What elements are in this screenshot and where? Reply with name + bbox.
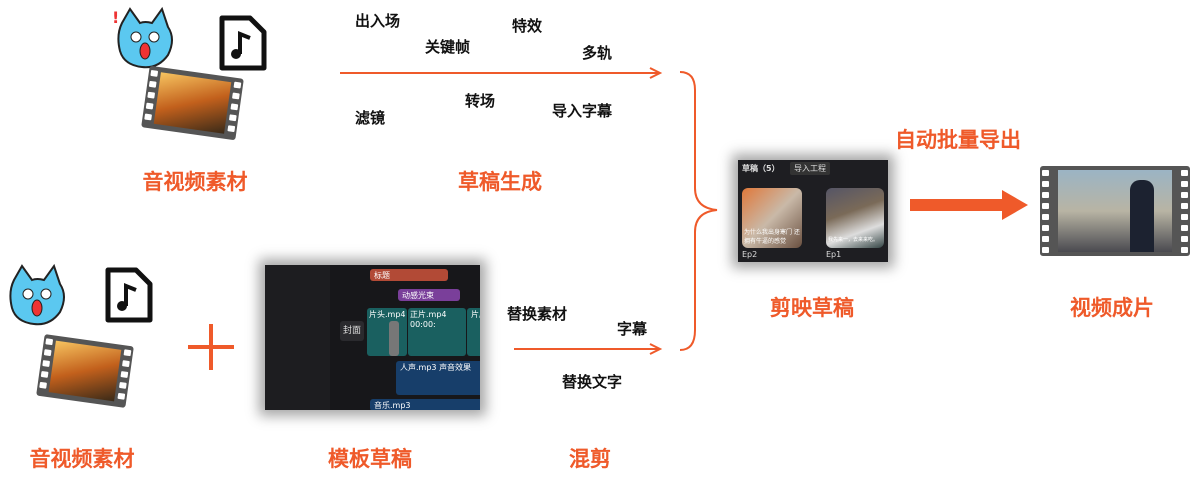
track-title[interactable]: 标题 (370, 269, 448, 281)
stage-label-mix: 混剪 (569, 447, 611, 471)
film-sprocket (147, 91, 156, 99)
keyword: 导入字幕 (552, 102, 613, 120)
keyword: 转场 (465, 92, 496, 110)
brace-icon (679, 71, 718, 351)
arrow-right-icon (910, 190, 1028, 220)
keyword: 滤镜 (355, 109, 386, 127)
keyword: 特效 (512, 17, 543, 35)
film-sprocket (1181, 203, 1188, 209)
film-sprocket (1181, 236, 1188, 242)
draft-label: 剪映草稿 (770, 296, 854, 320)
music-file-icon (219, 15, 267, 71)
track-intro[interactable]: 片头.mp4 (367, 308, 407, 356)
keyword: 替换素材 (507, 305, 568, 323)
film-sprocket (1042, 247, 1049, 253)
track-effect[interactable]: 动感光束 (398, 289, 460, 301)
cat-mascot-icon: ! (112, 6, 173, 69)
draft-panel: 草稿（5） 导入工程 为什么我出身寒门 还拥有牛逼的感觉 Ep2 我先来一，去来… (738, 160, 888, 262)
keyword: 字幕 (617, 320, 648, 338)
film-sprocket (227, 125, 236, 133)
film-sprocket (1042, 214, 1049, 220)
film-strip-icon (1040, 166, 1190, 256)
keyword: 出入场 (355, 12, 401, 30)
track-outro[interactable]: 片尾.mp4 (467, 308, 480, 356)
film-sprocket (1181, 170, 1188, 176)
arrow-right-icon (514, 343, 663, 355)
film-strip-icon (141, 65, 244, 141)
film-sprocket (39, 381, 47, 389)
keyword: 关键帧 (425, 38, 471, 56)
track-music[interactable]: 音乐.mp3 (370, 399, 480, 410)
arrow-right-icon (340, 67, 663, 79)
source-label-bottom: 音视频素材 (29, 447, 135, 471)
keyword: 多轨 (582, 44, 613, 62)
film-sprocket (228, 114, 237, 122)
output-label: 视频成片 (1070, 296, 1154, 320)
film-sprocket (1181, 247, 1188, 253)
source-label-top: 音视频素材 (142, 170, 248, 194)
track-voice[interactable]: 人声.mp3 声音效果 (396, 361, 480, 395)
film-sprocket (145, 102, 154, 110)
draft-card-name: Ep2 (742, 250, 758, 259)
film-sprocket (120, 371, 129, 378)
film-sprocket (1181, 214, 1188, 220)
svg-text:!: ! (112, 8, 119, 27)
film-sprocket (144, 113, 153, 121)
draft-card-name: Ep1 (826, 250, 842, 259)
film-sprocket (1181, 192, 1188, 198)
film-sprocket (148, 80, 157, 88)
film-sprocket (40, 370, 49, 378)
film-sprocket (233, 81, 242, 89)
film-sprocket (230, 103, 239, 111)
playhead-handle[interactable] (389, 321, 399, 356)
film-sprocket (1181, 181, 1188, 187)
keyword: 替换文字 (562, 373, 623, 391)
draft-card-ep1[interactable]: 我先来一，去来来吃。 (826, 188, 884, 248)
film-sprocket (1181, 225, 1188, 231)
stage-label-draft-gen: 草稿生成 (458, 170, 542, 194)
music-file-icon (105, 267, 153, 323)
cover-button[interactable]: 封面 (340, 321, 364, 341)
draft-panel-title: 草稿（5） (742, 164, 780, 173)
film-sprocket (1042, 203, 1049, 209)
film-sprocket (1042, 236, 1049, 242)
film-sprocket (150, 69, 159, 77)
film-sprocket (1042, 181, 1049, 187)
draft-card-ep2[interactable]: 为什么我出身寒门 还拥有牛逼的感觉 (742, 188, 802, 248)
template-label: 模板草稿 (328, 447, 412, 471)
film-strip-icon (36, 334, 134, 408)
film-sprocket (45, 338, 54, 346)
import-project-button[interactable]: 导入工程 (790, 162, 830, 175)
film-sprocket (117, 392, 126, 400)
film-sprocket (1042, 192, 1049, 198)
export-label: 自动批量导出 (895, 128, 1021, 152)
film-sprocket (42, 360, 51, 367)
film-sprocket (43, 349, 52, 357)
plus-icon (188, 324, 234, 370)
film-sprocket (232, 92, 240, 100)
film-sprocket (123, 349, 132, 357)
film-sprocket (122, 360, 130, 368)
film-sprocket (1042, 225, 1049, 231)
film-sprocket (118, 381, 127, 389)
film-sprocket (1042, 170, 1049, 176)
cat-mascot-icon (9, 263, 65, 326)
